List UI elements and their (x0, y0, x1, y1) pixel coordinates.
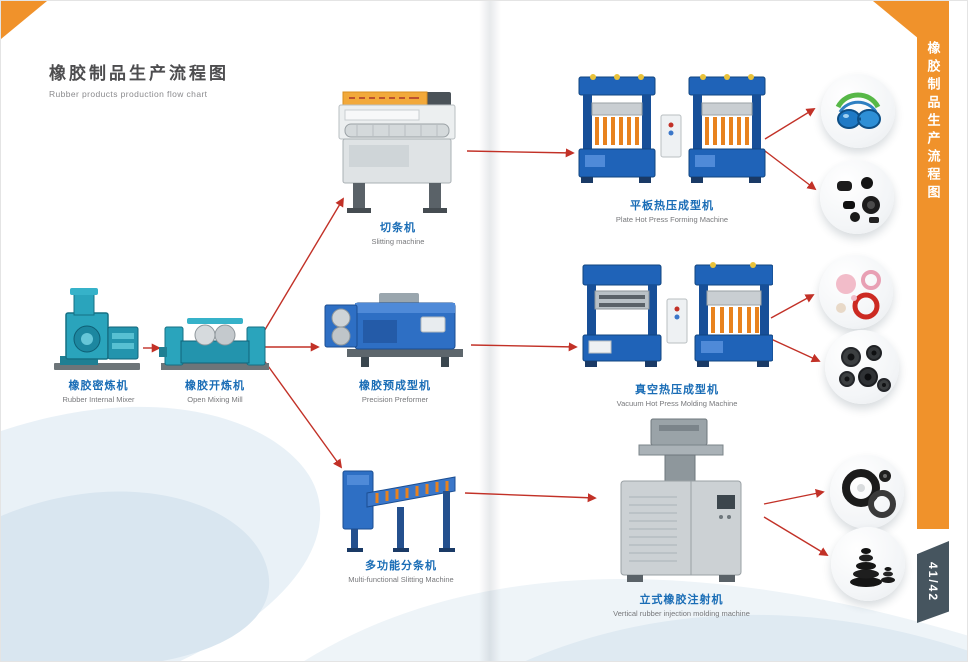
vacuum-hot-press-image (582, 262, 773, 367)
black-grommets-image (839, 345, 891, 392)
machine-label-en: Rubber Internal Mixer (62, 395, 135, 404)
slitting-machine-image (338, 91, 456, 213)
machine-label-cn: 橡胶密炼机 (68, 380, 129, 392)
round-rubber-seals-image (842, 469, 896, 518)
corner-accent-right (873, 1, 919, 39)
page-subtitle: Rubber products production flow chart (49, 89, 208, 99)
black-rubber-parts-image (837, 177, 880, 223)
machine-label-en: Vertical rubber injection molding machin… (613, 609, 750, 618)
machine-rubber-internal-mixer: 橡胶密炼机 Rubber Internal Mixer (46, 287, 151, 404)
vertical-injection-image (620, 418, 742, 582)
product-black-rubber-parts (820, 160, 894, 234)
machine-label-en: Precision Preformer (361, 395, 429, 404)
page-number-tab: 41/42 (917, 541, 949, 623)
open-mixing-mill-image (159, 318, 269, 370)
machine-label-cn: 平板热压成型机 (630, 200, 714, 212)
product-pink-rubber-parts (819, 255, 893, 329)
product-black-grommets (825, 330, 899, 404)
plate-hot-press-image (578, 74, 766, 183)
machine-vertical-injection: 立式橡胶注射机 Vertical rubber injection moldin… (599, 417, 764, 618)
machine-label-en: Open Mixing Mill (187, 395, 243, 404)
swimming-goggles-image (835, 92, 881, 129)
corner-accent-left (1, 1, 47, 39)
pink-rubber-parts-image (836, 270, 881, 320)
product-swimming-goggles (821, 74, 895, 148)
machine-precision-preformer: 橡胶预成型机 Precision Preformer (321, 287, 469, 404)
machine-label-cn: 橡胶预成型机 (359, 380, 431, 392)
machine-label-cn: 橡胶开炼机 (185, 380, 245, 392)
precision-preformer-image (324, 293, 463, 367)
machine-label-cn: 多功能分条机 (365, 560, 437, 572)
product-round-rubber-seals (830, 455, 904, 529)
machine-label-cn: 切条机 (380, 222, 416, 234)
machine-open-mixing-mill: 橡胶开炼机 Open Mixing Mill (159, 311, 271, 404)
machine-label-en: Plate Hot Press Forming Machine (615, 215, 729, 224)
machine-vacuum-hot-press: 真空热压成型机 Vacuum Hot Press Molding Machine (581, 257, 773, 408)
machine-label-en: Vacuum Hot Press Molding Machine (616, 399, 738, 408)
page-fold (479, 1, 501, 661)
machine-label-cn: 真空热压成型机 (635, 384, 719, 396)
internal-mixer-image (54, 288, 140, 370)
sidebar-vertical-title: 橡胶制品生产流程图 (925, 41, 941, 203)
machine-label-cn: 立式橡胶注射机 (639, 594, 724, 606)
machine-slitting: 切条机 Slitting machine (329, 87, 467, 246)
machine-label-en: Slitting machine (371, 237, 425, 246)
page-number: 41/42 (926, 561, 940, 603)
machine-multi-functional-slitting: 多功能分条机 Multi-functional Slitting Machine (337, 449, 465, 584)
machine-label-en: Multi-functional Slitting Machine (348, 575, 454, 584)
product-rubber-bellows (831, 527, 905, 601)
page-title: 橡胶制品生产流程图 (49, 64, 229, 83)
title-block: 橡胶制品生产流程图 Rubber products production flo… (49, 59, 229, 99)
multi-functional-slitting-image (342, 470, 456, 552)
sidebar-tab: 橡胶制品生产流程图 (917, 1, 949, 529)
rubber-bellows-image (850, 548, 895, 587)
machine-plate-hot-press: 平板热压成型机 Plate Hot Press Forming Machine (577, 71, 767, 224)
